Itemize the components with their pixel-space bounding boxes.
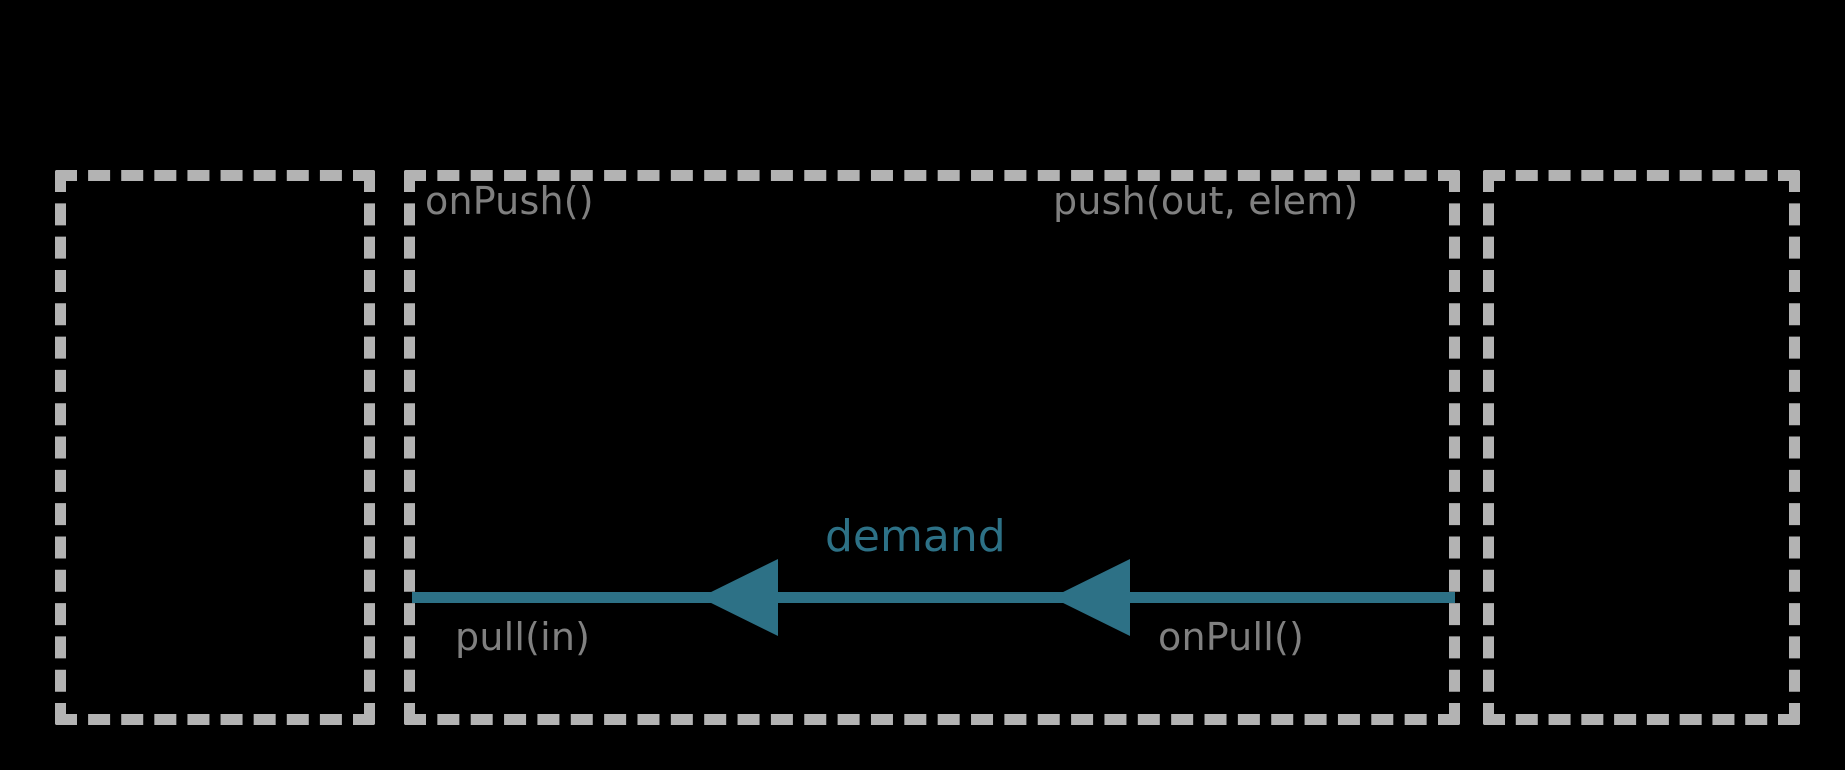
push-out-elem-label: push(out, elem) [1053,179,1359,223]
upstream-stage-box [55,170,375,725]
demand-label: demand [825,511,1006,562]
current-stage-box [404,170,1460,725]
pull-in-label: pull(in) [455,615,591,659]
on-push-label: onPush() [425,179,594,223]
downstream-stage-box [1483,170,1800,725]
on-pull-label: onPull() [1158,615,1305,659]
